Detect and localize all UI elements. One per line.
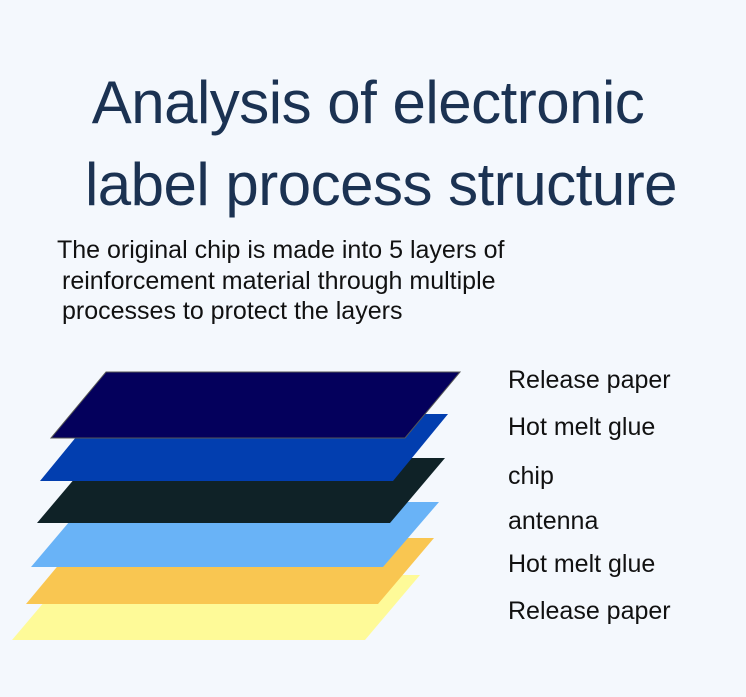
title-line-1: Analysis of electronic bbox=[91, 69, 645, 136]
layer-release-paper-top bbox=[49, 371, 462, 439]
title-line-2: label process structure bbox=[84, 151, 678, 218]
label-release-paper-top: Release paper bbox=[508, 366, 671, 394]
label-hot-melt-glue-top: Hot melt glue bbox=[508, 413, 656, 441]
label-chip: chip bbox=[508, 462, 554, 490]
label-release-paper-bottom: Release paper bbox=[508, 597, 671, 625]
subtitle-line-2: reinforcement material through multiple bbox=[62, 267, 496, 295]
subtitle-line-3: processes to protect the layers bbox=[62, 297, 403, 325]
subtitle-line-1: The original chip is made into 5 layers … bbox=[57, 236, 505, 264]
label-antenna: antenna bbox=[508, 507, 599, 535]
label-hot-melt-glue-bottom: Hot melt glue bbox=[508, 550, 656, 578]
